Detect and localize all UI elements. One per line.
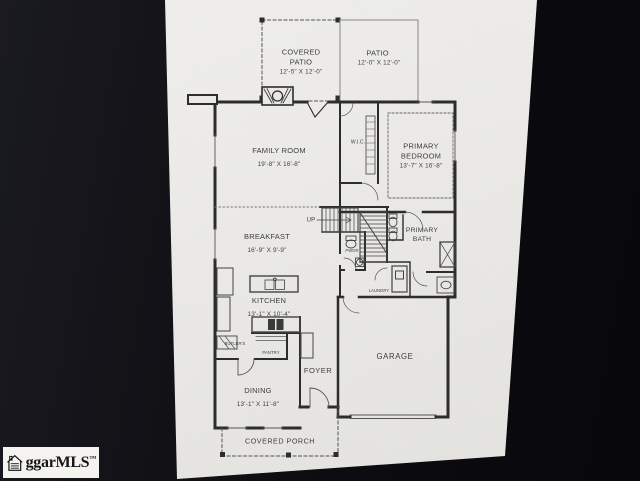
fireplace-icon (261, 86, 294, 106)
room-name: DINING (244, 386, 272, 396)
windows (214, 101, 456, 429)
bedroom-dashed-outline (387, 112, 454, 199)
room-name: PATIO (366, 48, 389, 58)
room-name: PRIMARY BATH (405, 227, 439, 243)
room-label-laundry: LAUNDRY (368, 288, 390, 294)
interior-walls (214, 101, 457, 419)
door-swings (237, 102, 428, 408)
room-label-patio: PATIO 12'-0" X 12'-0" (358, 49, 401, 68)
bath-fixtures (388, 213, 456, 294)
room-dims: 12'-0" X 12'-0" (357, 59, 401, 67)
kitchen-fixtures (216, 267, 301, 333)
room-label-covered-porch: COVERED PORCH (245, 436, 315, 446)
washer-icon (391, 265, 408, 293)
room-name: BREAKFAST (244, 232, 290, 242)
room-label-breakfast: BREAKFAST 16'-9" X 9'-9" (244, 225, 290, 255)
room-dims: 19'-8" X 16'-8" (257, 160, 301, 168)
room-label-dining: DINING 13'-1" X 11'-8" (237, 379, 279, 409)
butlers-pantry (216, 332, 314, 359)
watermark-text: ggarMLS™ (25, 453, 97, 471)
room-dims: 13'-1" X 11'-8" (236, 400, 280, 408)
room-dims: 13'-7" X 16'-8" (399, 162, 443, 170)
wall-bump (187, 94, 218, 105)
room-dims: 13'-1" X 10'-4" (247, 310, 291, 318)
pwdr-fixtures (345, 235, 365, 267)
room-label-foyer: FOYER (303, 366, 333, 376)
covered-porch-outline (220, 406, 339, 458)
room-label-primary-bedroom: PRIMARY BEDROOM 13'-7" X 16'-8" (393, 142, 449, 171)
room-label-garage: GARAGE (376, 351, 414, 361)
room-label-primary-bath: PRIMARY BATH (400, 227, 444, 245)
room-label-butlers: BUTLER'S (224, 341, 246, 347)
room-label-wic: W.I.C. (350, 139, 366, 145)
room-dims: 12'-5" X 12'-0" (279, 68, 323, 76)
floor-plan-drawing (187, 17, 457, 458)
room-label-pwdr: PWDR (345, 248, 359, 254)
room-name: COVERED PATIO (281, 47, 321, 67)
room-label-kitchen: KITCHEN 13'-1" X 10'-4" (248, 289, 291, 319)
mls-watermark: ggarMLS™ (3, 447, 99, 478)
stairs-icon (316, 207, 388, 263)
exterior-walls (213, 100, 457, 430)
room-label-family-room: FAMILY ROOM 19'-8" X 16'-8" (252, 139, 306, 169)
room-name: FAMILY ROOM (252, 146, 306, 156)
room-name: PRIMARY BEDROOM (400, 141, 442, 161)
house-icon (7, 454, 23, 471)
room-label-pantry: PANTRY (262, 350, 280, 356)
patio-door (306, 101, 329, 118)
room-name: KITCHEN (251, 296, 287, 306)
room-label-covered-patio: COVERED PATIO 12'-5" X 12'-0" (272, 48, 330, 77)
room-dims: 16'-9" X 9'-9" (247, 246, 287, 254)
wic-shelves (365, 115, 376, 175)
listing-photo-floor-plan: COVERED PATIO 12'-5" X 12'-0" PATIO 12'-… (165, 0, 537, 479)
trademark-symbol: ™ (89, 454, 96, 463)
stairs-up-label: UP (306, 216, 316, 224)
